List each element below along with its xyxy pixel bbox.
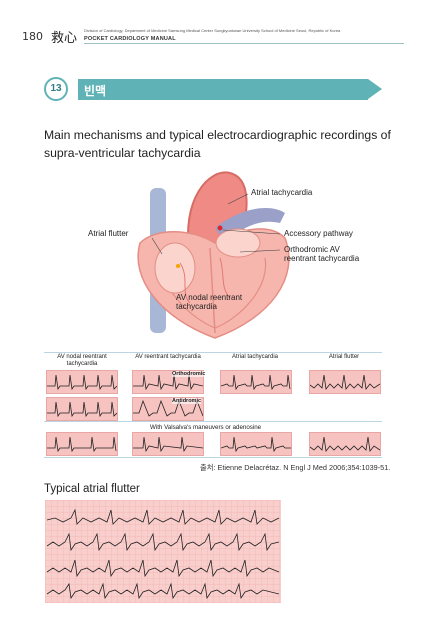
label-orthodromic: Orthodromic AV reentrant tachycardia [284,245,360,263]
table-mid-rule [44,421,382,422]
flutter-heading: Typical atrial flutter [44,483,140,495]
chapter-number-badge: 13 [44,77,68,101]
label-atrial-flutter: Atrial flutter [88,229,129,238]
table-top-rule [44,352,382,353]
ecg-avrt-orthodromic [132,370,204,394]
affiliation-text: Division of Cardiology, Department of Me… [84,28,341,33]
label-accessory-pathway: Accessory pathway [284,229,353,238]
valsalva-note: With Valsalva's maneuvers or adenosine [150,424,262,431]
right-atrium [154,242,196,294]
flutter-ecg-strip [45,500,281,603]
ecg-avnrt-2 [46,397,118,421]
ecg-atrial-tachy [220,370,292,394]
book-logo-text: 救心 [51,31,78,46]
section-heading: Main mechanisms and typical electrocardi… [44,128,391,160]
label-av-nodal: AV nodal reentrant tachycardia [176,293,243,311]
av-node-marker [176,264,180,268]
manual-title: POCKET CARDIOLOGY MANUAL [84,36,176,42]
flutter-lead-2 [46,532,280,552]
ecg-avnrt-valsalva [46,432,118,456]
page-number: 180 [22,30,43,43]
flutter-lead-4 [46,582,280,600]
col-avrt: AV reentrant tachycardia [135,354,201,360]
chapter-banner-arrow [368,79,382,99]
flutter-lead-1 [46,508,280,525]
table-bottom-rule [44,457,382,458]
tag-orthodromic: Orthodromic [172,371,206,377]
col-atrial-flutter: Atrial flutter [328,354,360,360]
conduction-paths [179,257,231,304]
ecg-atrial-tachy-valsalva [220,432,292,456]
heart-illustration [137,171,290,339]
chapter-banner [78,79,368,100]
tag-antidromic: Antidromic [172,398,202,404]
col-avnrt: AV nodal reentrant tachycardia [57,354,107,367]
label-atrial-tachycardia: Atrial tachycardia [251,188,313,197]
ecg-flutter-valsalva [309,432,381,456]
atrial-tachycardia-focus [217,225,223,231]
col-atrial-tachy: Atrial tachycardia [231,354,279,360]
flutter-lead-3 [46,559,280,578]
ecg-atrial-flutter [309,370,381,394]
septum [209,247,216,334]
ecg-avnrt [46,370,118,394]
header-divider [84,43,404,44]
ecg-avrt-valsalva [132,432,204,456]
left-atrium [215,228,261,258]
chapter-title: 빈맥 [84,84,107,98]
source-citation: 출처: Etienne Delacrétaz. N Engl J Med 200… [200,463,391,472]
